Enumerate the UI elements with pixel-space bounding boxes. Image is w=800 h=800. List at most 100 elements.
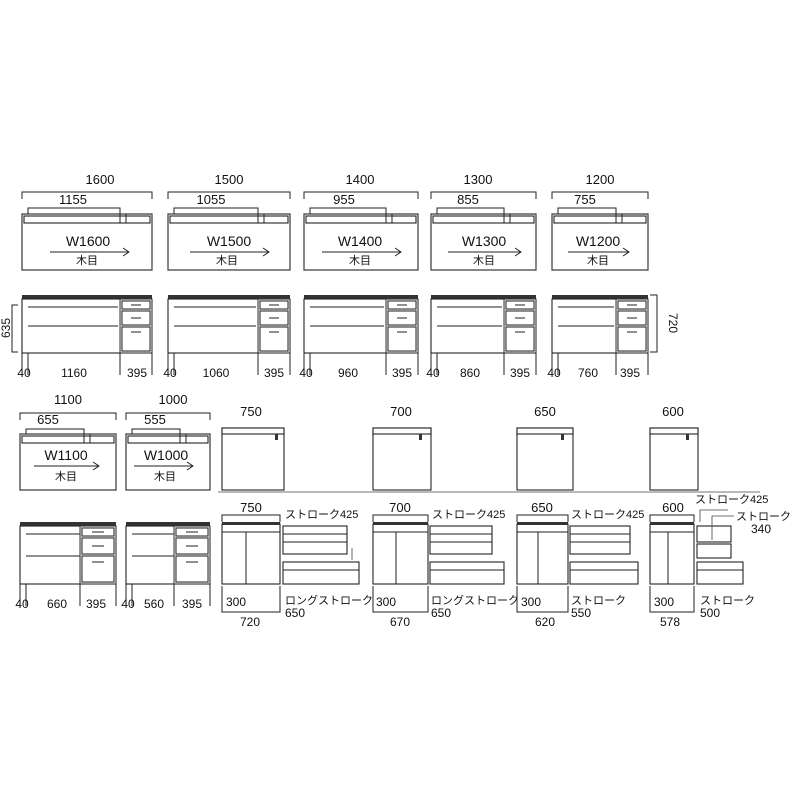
side-view-600: 600 ストローク425 ストローク 340 300 578 ストローク 500 bbox=[649, 493, 791, 629]
left-offset-label: 40 bbox=[15, 597, 29, 611]
finish-label: 木目 bbox=[76, 254, 98, 267]
front-view-w1400: 40 960 395 bbox=[299, 295, 419, 380]
knee-space-label: 1160 bbox=[61, 366, 87, 380]
side-view-750: 750 ストローク425 300 720 ロングストローク 650 bbox=[221, 500, 373, 629]
knee-space-label: 960 bbox=[338, 366, 358, 380]
inner-width-label: 655 bbox=[37, 412, 59, 427]
finish-label: 木目 bbox=[55, 470, 77, 483]
front-view-w1000: 40 560 395 bbox=[121, 522, 211, 611]
pedestal-plan-750: 750 bbox=[221, 404, 285, 491]
model-label: W1300 bbox=[462, 233, 507, 249]
depth-label: 600 bbox=[662, 500, 684, 515]
plan-view-w1400: 1400 955 W1400 木目 bbox=[303, 172, 419, 271]
inner-width-label: 1155 bbox=[59, 192, 87, 207]
model-label: W1100 bbox=[44, 447, 88, 463]
model-label: W1600 bbox=[66, 233, 111, 249]
depth-label: 650 bbox=[534, 404, 556, 419]
pedestal-plan-600: 600 bbox=[649, 404, 699, 491]
overall-depth-label: 578 bbox=[660, 615, 680, 629]
model-label: W1000 bbox=[144, 447, 189, 463]
finish-label: 木目 bbox=[349, 254, 371, 267]
stroke-bottom-label: ロングストローク bbox=[285, 593, 373, 607]
width-label: 1000 bbox=[159, 392, 188, 407]
plan-view-w1200: 1200 755 W1200 木目 bbox=[551, 172, 649, 271]
stroke-bottom-value: 550 bbox=[571, 606, 591, 620]
knee-height-label: 635 bbox=[0, 318, 13, 338]
depth-label: 600 bbox=[662, 404, 684, 419]
pedestal-width-label: 395 bbox=[264, 366, 284, 380]
inner-width-label: 755 bbox=[574, 192, 596, 207]
knee-space-label: 1060 bbox=[203, 366, 230, 380]
depth-label: 750 bbox=[240, 404, 262, 419]
front-view-w1200: 40 760 395 bbox=[547, 295, 649, 380]
knee-space-label: 660 bbox=[47, 597, 67, 611]
width-label: 1400 bbox=[346, 172, 375, 187]
front-view-w1500: 40 1060 395 bbox=[163, 295, 291, 380]
finish-label: 木目 bbox=[154, 470, 176, 483]
width-label: 1500 bbox=[215, 172, 244, 187]
depth-label: 700 bbox=[390, 404, 412, 419]
pedestal-plan-700: 700 bbox=[372, 404, 432, 491]
finish-label: 木目 bbox=[216, 254, 238, 267]
finish-label: 木目 bbox=[587, 254, 609, 267]
finish-label: 木目 bbox=[473, 254, 495, 267]
width-label: 1600 bbox=[86, 172, 115, 187]
side-view-650: 650 ストローク425 300 620 ストローク 550 bbox=[516, 500, 644, 629]
model-label: W1200 bbox=[576, 233, 621, 249]
sub-depth-label: 300 bbox=[376, 595, 396, 609]
inner-width-label: 555 bbox=[144, 412, 166, 427]
stroke-top-label: ストローク425 bbox=[695, 493, 768, 506]
pedestal-width-label: 395 bbox=[620, 366, 640, 380]
overall-depth-label: 670 bbox=[390, 615, 410, 629]
stroke-bottom-value: 650 bbox=[431, 606, 451, 620]
knee-height-dimension: 635 bbox=[0, 304, 18, 353]
front-view-w1600: 40 1160 395 bbox=[17, 295, 153, 380]
sub-depth-label: 300 bbox=[226, 595, 246, 609]
knee-space-label: 860 bbox=[460, 366, 480, 380]
pedestal-width-label: 395 bbox=[86, 597, 106, 611]
overall-height-dimension: 720 bbox=[650, 294, 680, 353]
left-offset-label: 40 bbox=[163, 366, 177, 380]
left-offset-label: 40 bbox=[426, 366, 440, 380]
side-view-700: 700 ストローク425 300 670 ロングストローク 650 bbox=[372, 500, 519, 629]
overall-depth-label: 720 bbox=[240, 615, 260, 629]
inner-width-label: 955 bbox=[333, 192, 355, 207]
sub-depth-label: 300 bbox=[521, 595, 541, 609]
knee-space-label: 760 bbox=[578, 366, 598, 380]
stroke-bottom-label: ストローク bbox=[700, 594, 755, 607]
width-label: 1200 bbox=[586, 172, 615, 187]
knee-space-label: 560 bbox=[144, 597, 164, 611]
overall-depth-label: 620 bbox=[535, 615, 555, 629]
stroke-top-label: ストローク425 bbox=[571, 508, 644, 521]
sub-depth-label: 300 bbox=[654, 595, 674, 609]
inner-width-label: 855 bbox=[457, 192, 479, 207]
plan-view-w1500: 1500 1055 W1500 木目 bbox=[167, 172, 291, 271]
stroke-top-label: ストローク425 bbox=[432, 508, 505, 521]
left-offset-label: 40 bbox=[547, 366, 561, 380]
width-label: 1100 bbox=[54, 392, 82, 407]
width-label: 1300 bbox=[464, 172, 493, 187]
pedestal-width-label: 395 bbox=[182, 597, 202, 611]
left-offset-label: 40 bbox=[17, 366, 31, 380]
pedestal-plan-650: 650 bbox=[516, 404, 574, 491]
stroke-top-label: ストローク425 bbox=[285, 508, 358, 521]
stroke-bottom-value: 650 bbox=[285, 606, 305, 620]
stroke-bottom-value: 500 bbox=[700, 606, 720, 620]
inner-width-label: 1055 bbox=[197, 192, 226, 207]
model-label: W1400 bbox=[338, 233, 383, 249]
stroke-bottom-label: ストローク bbox=[571, 594, 626, 607]
depth-label: 750 bbox=[240, 500, 262, 515]
stroke-mid-label: ストローク bbox=[736, 510, 791, 523]
plan-view-w1000: 1000 555 W1000 木目 bbox=[125, 392, 211, 491]
plan-view-w1300: 1300 855 W1300 木目 bbox=[430, 172, 537, 271]
depth-label: 650 bbox=[531, 500, 553, 515]
pedestal-width-label: 395 bbox=[392, 366, 412, 380]
model-label: W1500 bbox=[207, 233, 252, 249]
overall-height-label: 720 bbox=[666, 313, 680, 333]
stroke-bottom-label: ロングストローク bbox=[431, 593, 519, 607]
left-offset-label: 40 bbox=[299, 366, 313, 380]
front-view-w1300: 40 860 395 bbox=[426, 295, 537, 380]
front-view-w1100: 40 660 395 bbox=[15, 522, 117, 611]
plan-view-w1600: 1600 1155 W1600 木目 bbox=[21, 172, 153, 271]
